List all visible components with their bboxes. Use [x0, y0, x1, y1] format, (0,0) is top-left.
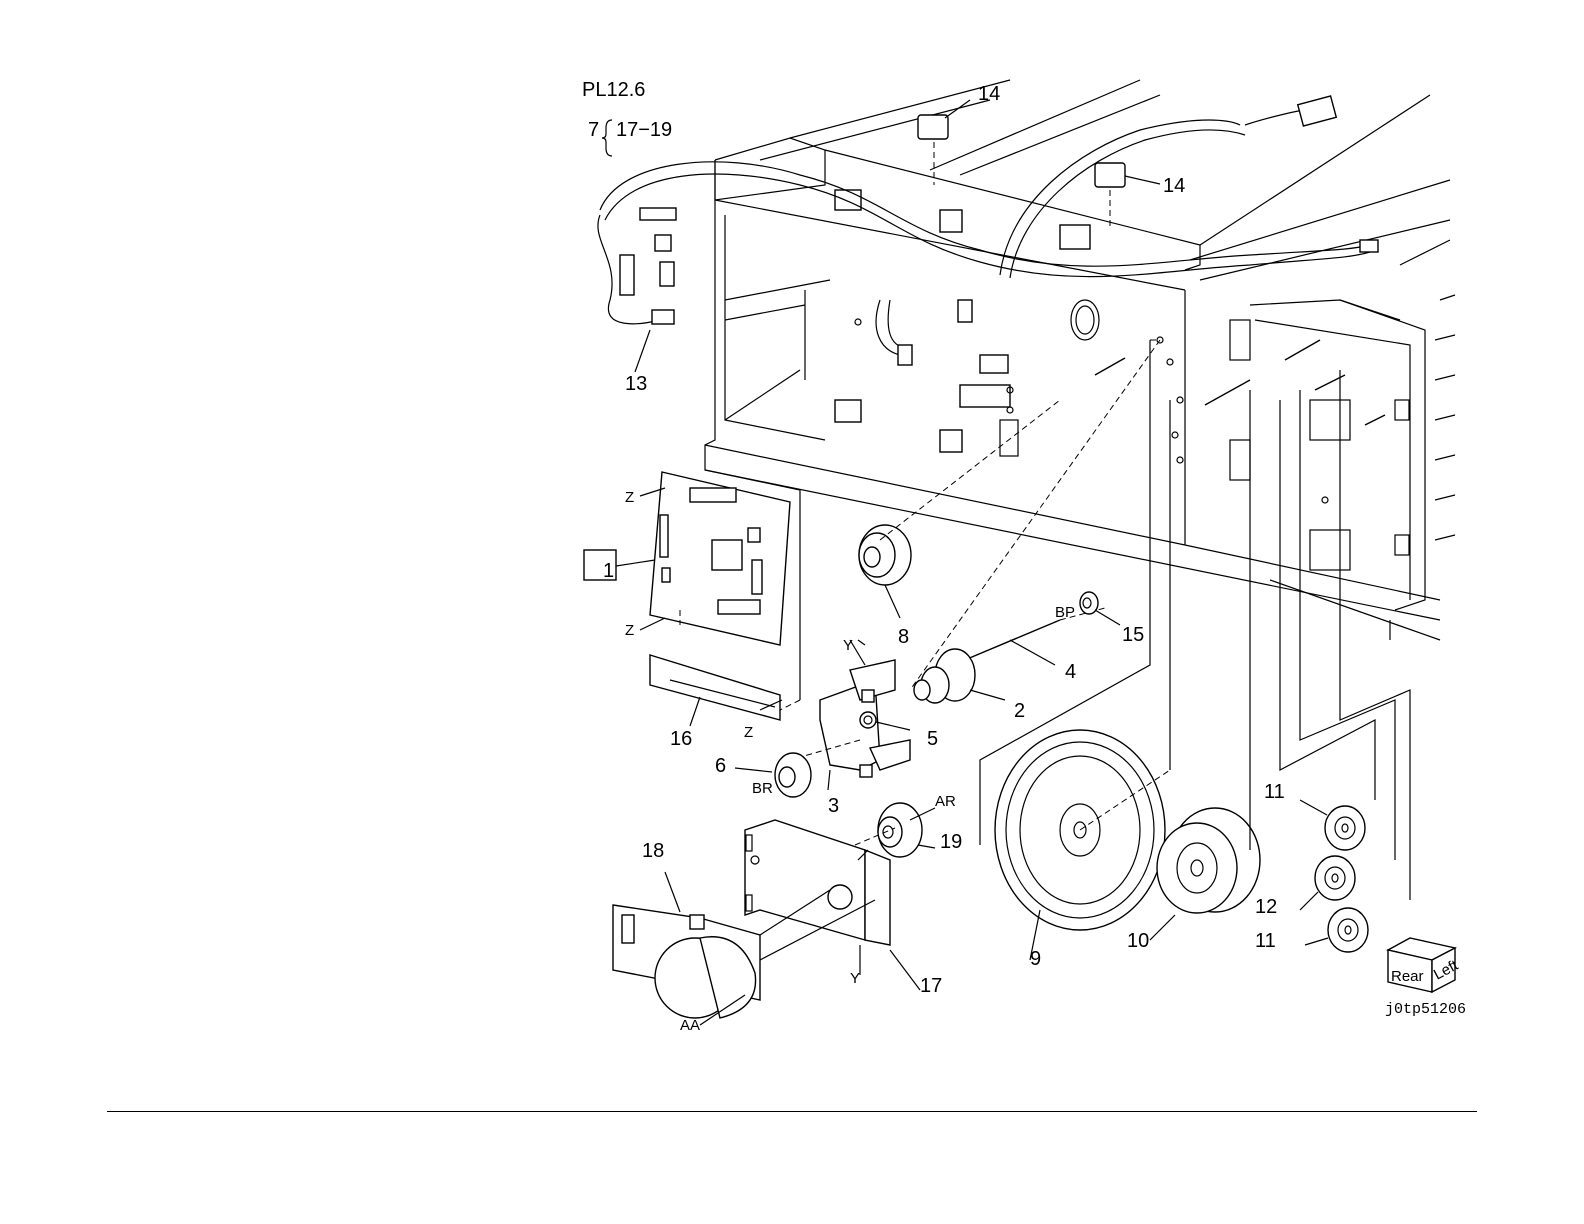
cube-face-rear: Rear	[1391, 968, 1424, 985]
callout-1: 1	[603, 560, 614, 582]
callout-14-right: 14	[1163, 175, 1185, 197]
orientation-cube-icon: Rear Left	[1388, 938, 1462, 992]
callout-18: 18	[642, 840, 664, 862]
callout-6: 6	[715, 755, 726, 777]
callout-16: 16	[670, 728, 692, 750]
ref-br: BR	[752, 780, 773, 797]
ref-aa: AA	[680, 1017, 700, 1034]
gear-19	[878, 803, 935, 857]
gear-12	[1300, 856, 1355, 910]
connector-cap	[918, 115, 948, 139]
callout-3: 3	[828, 795, 839, 817]
callout-9: 9	[1030, 948, 1041, 970]
callout-12: 12	[1255, 896, 1277, 918]
gear-6	[735, 753, 811, 797]
callout-4: 4	[1065, 661, 1076, 683]
brace-icon	[602, 120, 612, 156]
ref-z-3: Z	[744, 724, 753, 741]
figure-id: j0tp51206	[1385, 1001, 1466, 1018]
ref-range: 17−19	[616, 119, 672, 141]
ref-y-2: Y	[850, 970, 860, 987]
connector-cap	[1095, 163, 1125, 187]
plate-reference: PL12.6	[582, 79, 645, 101]
callout-15: 15	[1122, 624, 1144, 646]
callout-19: 19	[940, 831, 962, 853]
callout-8: 8	[898, 626, 909, 648]
callout-5: 5	[927, 728, 938, 750]
ref-bp: BP	[1055, 604, 1075, 621]
callout-17: 17	[920, 975, 942, 997]
ref-z-1: Z	[625, 489, 634, 506]
gear-11-top	[1300, 800, 1365, 850]
ref-z-2: Z	[625, 622, 634, 639]
footer-rule	[107, 1111, 1477, 1112]
callout-13: 13	[625, 373, 647, 395]
callout-2: 2	[1014, 700, 1025, 722]
gear-9	[980, 340, 1170, 960]
control-pwb	[640, 472, 790, 645]
callout-11-bottom: 11	[1255, 930, 1276, 952]
ref-ar: AR	[935, 793, 956, 810]
ref-prefix: 7	[588, 119, 599, 141]
gear-11-bottom	[1305, 908, 1368, 952]
gear-10	[1150, 390, 1260, 940]
ref-y-1: Y	[843, 637, 853, 654]
callout-10: 10	[1127, 930, 1149, 952]
callout-11-top: 11	[1264, 781, 1285, 803]
callout-14-top: 14	[978, 83, 1000, 105]
